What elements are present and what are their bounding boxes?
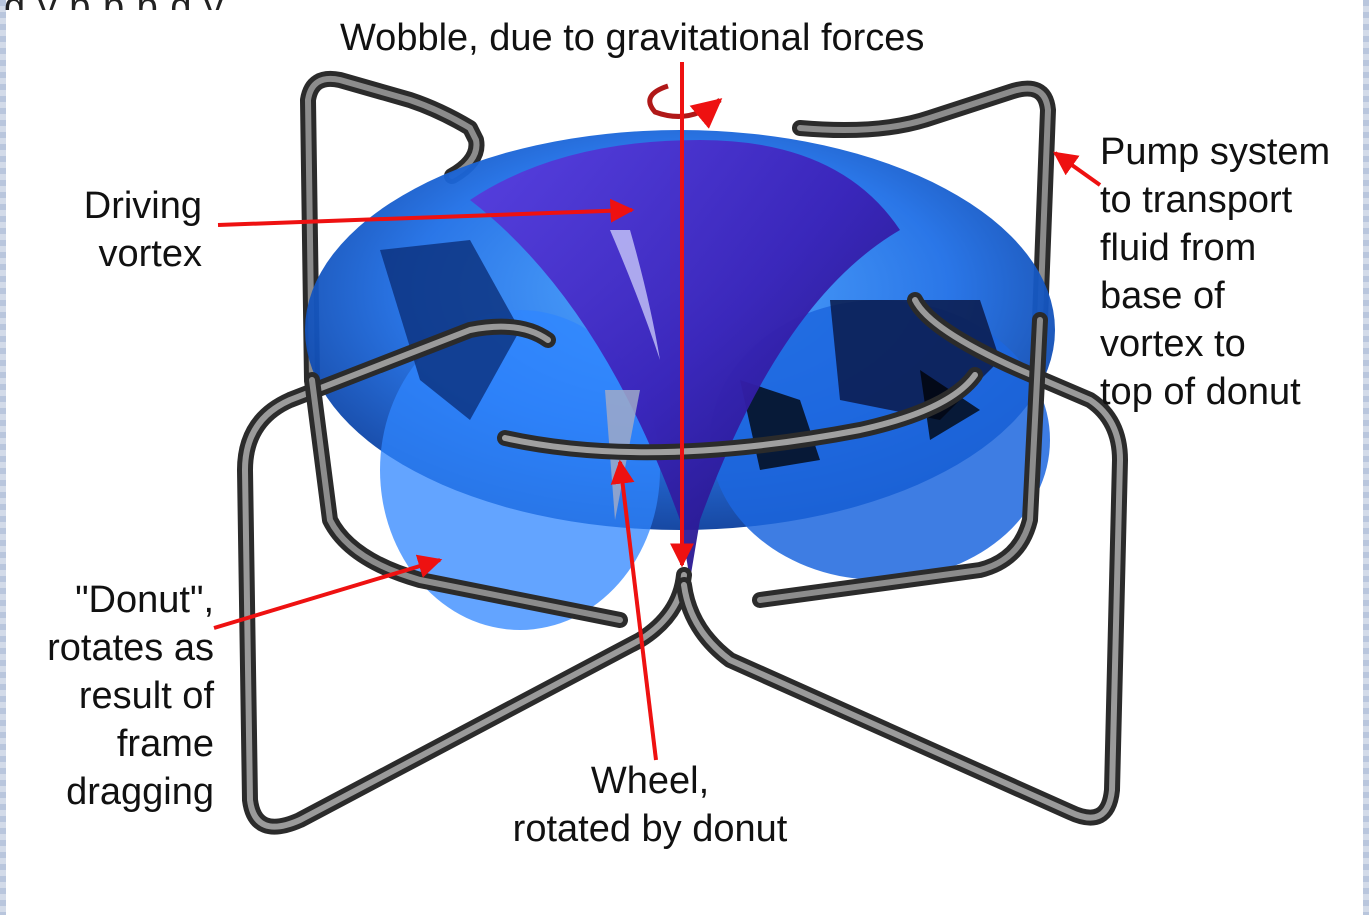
driving-vortex-label: Driving vortex	[40, 182, 202, 278]
pump-system-label: Pump system to transport fluid from base…	[1100, 128, 1330, 416]
donut-label: "Donut", rotates as result of frame drag…	[10, 576, 214, 816]
wobble-label: Wobble, due to gravitational forces	[340, 14, 924, 62]
wobble-rotation-icon	[650, 86, 720, 116]
pump-system-arrow	[1055, 153, 1100, 185]
wheel-label: Wheel, rotated by donut	[480, 757, 820, 853]
